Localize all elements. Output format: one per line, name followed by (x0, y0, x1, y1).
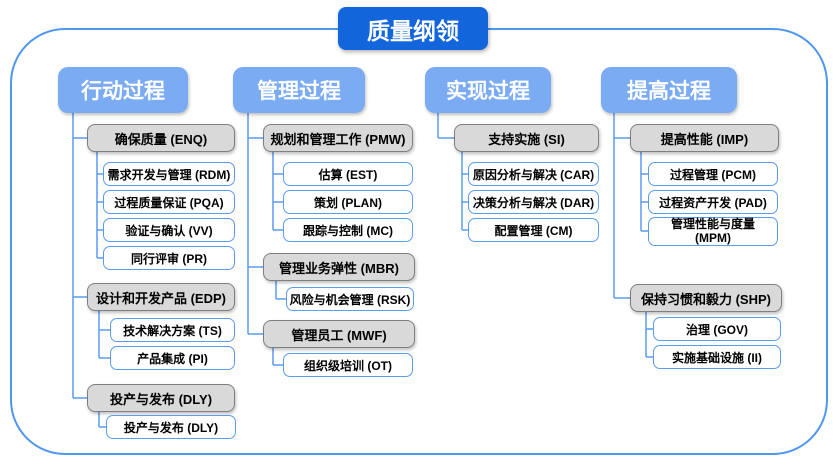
root-title-node[interactable]: 质量纲领 (338, 7, 488, 50)
leaf-node-plan[interactable]: 策划 (PLAN) (283, 190, 413, 214)
column-header-management-process[interactable]: 管理过程 (233, 67, 365, 113)
column-header-implementation-process[interactable]: 实现过程 (425, 67, 551, 113)
group-node-imp[interactable]: 提高性能 (IMP) (630, 124, 779, 152)
leaf-node-car[interactable]: 原因分析与解决 (CAR) (468, 162, 599, 186)
column-header-action-process[interactable]: 行动过程 (58, 67, 188, 113)
leaf-node-pcm[interactable]: 过程管理 (PCM) (648, 162, 778, 186)
group-node-enq[interactable]: 确保质量 (ENQ) (87, 124, 235, 152)
group-node-edp[interactable]: 设计和开发产品 (EDP) (87, 283, 235, 311)
leaf-node-est[interactable]: 估算 (EST) (283, 162, 413, 186)
leaf-node-mc[interactable]: 跟踪与控制 (MC) (283, 218, 413, 242)
leaf-node-rdm[interactable]: 需求开发与管理 (RDM) (103, 162, 235, 186)
leaf-node-ts[interactable]: 技术解决方案 (TS) (110, 318, 235, 342)
leaf-node-vv[interactable]: 验证与确认 (VV) (103, 218, 235, 242)
leaf-node-pad[interactable]: 过程资产开发 (PAD) (648, 190, 778, 214)
leaf-node-pr[interactable]: 同行评审 (PR) (103, 246, 235, 270)
leaf-node-dar[interactable]: 决策分析与解决 (DAR) (468, 190, 599, 214)
group-node-mbr[interactable]: 管理业务弹性 (MBR) (263, 253, 415, 281)
leaf-node-mpm[interactable]: 管理性能与度量 (MPM) (648, 217, 778, 246)
leaf-node-cm[interactable]: 配置管理 (CM) (468, 218, 599, 242)
leaf-node-ot[interactable]: 组织级培训 (OT) (283, 353, 413, 377)
leaf-node-pi[interactable]: 产品集成 (PI) (110, 346, 235, 370)
group-node-si[interactable]: 支持实施 (SI) (454, 124, 599, 152)
group-node-dly[interactable]: 投产与发布 (DLY) (87, 384, 235, 412)
leaf-node-ii[interactable]: 实施基础设施 (II) (653, 345, 781, 369)
leaf-node-gov[interactable]: 治理 (GOV) (653, 317, 781, 341)
group-node-mwf[interactable]: 管理员工 (MWF) (263, 320, 415, 348)
group-node-shp[interactable]: 保持习惯和毅力 (SHP) (630, 284, 782, 312)
leaf-node-rsk[interactable]: 风险与机会管理 (RSK) (286, 287, 414, 311)
leaf-node-dly[interactable]: 投产与发布 (DLY) (106, 415, 236, 439)
leaf-node-pqa[interactable]: 过程质量保证 (PQA) (103, 190, 235, 214)
column-header-improvement-process[interactable]: 提高过程 (601, 67, 737, 113)
group-node-pmw[interactable]: 规划和管理工作 (PMW) (263, 124, 413, 152)
